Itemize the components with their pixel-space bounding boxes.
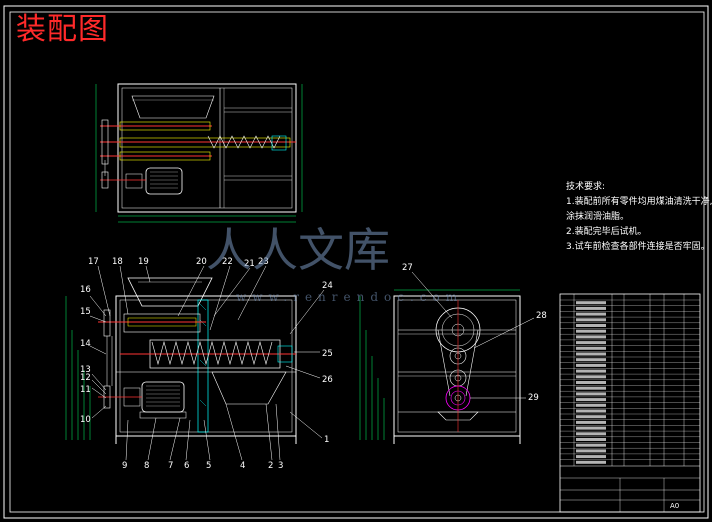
bom-row-text	[576, 460, 606, 464]
bom-row-text	[576, 346, 606, 350]
bom-row-text	[576, 329, 606, 333]
part-number-21: 21	[244, 259, 255, 269]
part-number-7: 7	[168, 461, 173, 471]
bom-row-text	[576, 369, 606, 373]
tech-requirement-line-1: 1.装配前所有零件均用煤油清洗干净,	[566, 197, 712, 207]
part-number-20: 20	[196, 257, 207, 267]
tech-requirements-heading: 技术要求:	[566, 182, 606, 192]
part-number-6: 6	[184, 461, 189, 471]
bom-row-text	[576, 403, 606, 407]
bom-row-text	[576, 432, 606, 436]
bom-row-text	[576, 312, 606, 316]
part-number-4: 4	[240, 461, 245, 471]
bom-row-text	[576, 392, 606, 396]
tech-requirement-line-2: 涂抹润滑油脂。	[566, 212, 630, 222]
bom-row-text	[576, 358, 606, 362]
part-number-2: 2	[268, 461, 273, 471]
bom-table	[560, 299, 700, 464]
part-number-14: 14	[80, 339, 91, 349]
part-number-9: 9	[122, 461, 127, 471]
bom-row-text	[576, 335, 606, 339]
bom-row-text	[576, 324, 606, 327]
watermark-cn: 人人文库	[206, 223, 390, 277]
bom-row-text	[576, 318, 606, 322]
part-number-18: 18	[112, 257, 123, 267]
bom-row-text	[576, 352, 606, 356]
watermark-en: www.renrendoc.com	[236, 290, 464, 304]
part-number-12: 12	[80, 373, 91, 383]
part-number-28: 28	[536, 311, 547, 321]
bom-row-text	[576, 375, 606, 379]
bom-row-text	[576, 415, 606, 419]
bom-row-text	[576, 426, 606, 430]
front-view	[65, 265, 325, 461]
part-number-29: 29	[528, 393, 539, 403]
tech-requirement-line-4: 3.试车前检查各部件连接是否牢固。	[566, 242, 710, 252]
part-number-22: 22	[222, 257, 233, 267]
part-number-15: 15	[80, 307, 91, 317]
bom-row-text	[576, 386, 606, 390]
technical-requirements: 技术要求: 1.装配前所有零件均用煤油清洗干净, 涂抹润滑油脂。 2.装配完毕后…	[566, 180, 712, 255]
bom-row-text	[576, 306, 606, 310]
top-view	[95, 83, 303, 223]
part-number-8: 8	[144, 461, 149, 471]
part-number-11: 11	[80, 385, 91, 395]
bom-row-text	[576, 363, 606, 367]
bom-row-text	[576, 398, 606, 402]
tech-requirement-line-3: 2.装配完毕后试机。	[566, 227, 647, 237]
bom-row-text	[576, 449, 606, 453]
bom-row-text	[576, 301, 606, 305]
side-view	[359, 271, 535, 444]
part-number-17: 17	[88, 257, 99, 267]
part-number-10: 10	[80, 415, 91, 425]
part-number-25: 25	[322, 349, 333, 359]
part-number-16: 16	[80, 285, 91, 295]
bom-row-text	[576, 341, 606, 345]
part-number-24: 24	[322, 281, 333, 291]
bom-row-text	[576, 420, 606, 424]
part-number-27: 27	[402, 263, 413, 273]
part-number-1: 1	[324, 435, 329, 445]
part-number-13: 13	[80, 365, 91, 375]
drawing-border-outer	[3, 5, 709, 519]
bom-row-text	[576, 381, 606, 384]
part-number-5: 5	[206, 461, 211, 471]
part-number-23-top: 23	[258, 257, 269, 267]
drawing-title: 装配图	[16, 12, 109, 47]
sheet-size-label: A0	[670, 502, 679, 510]
part-number-26: 26	[322, 375, 333, 385]
bom-row-text	[576, 443, 606, 447]
drawing-border-inner	[9, 11, 705, 513]
part-number-3: 3	[278, 461, 283, 471]
bom-row-text	[576, 455, 606, 459]
part-number-19: 19	[138, 257, 149, 267]
bom-row-text	[576, 409, 606, 413]
bom-row-text	[576, 438, 606, 441]
